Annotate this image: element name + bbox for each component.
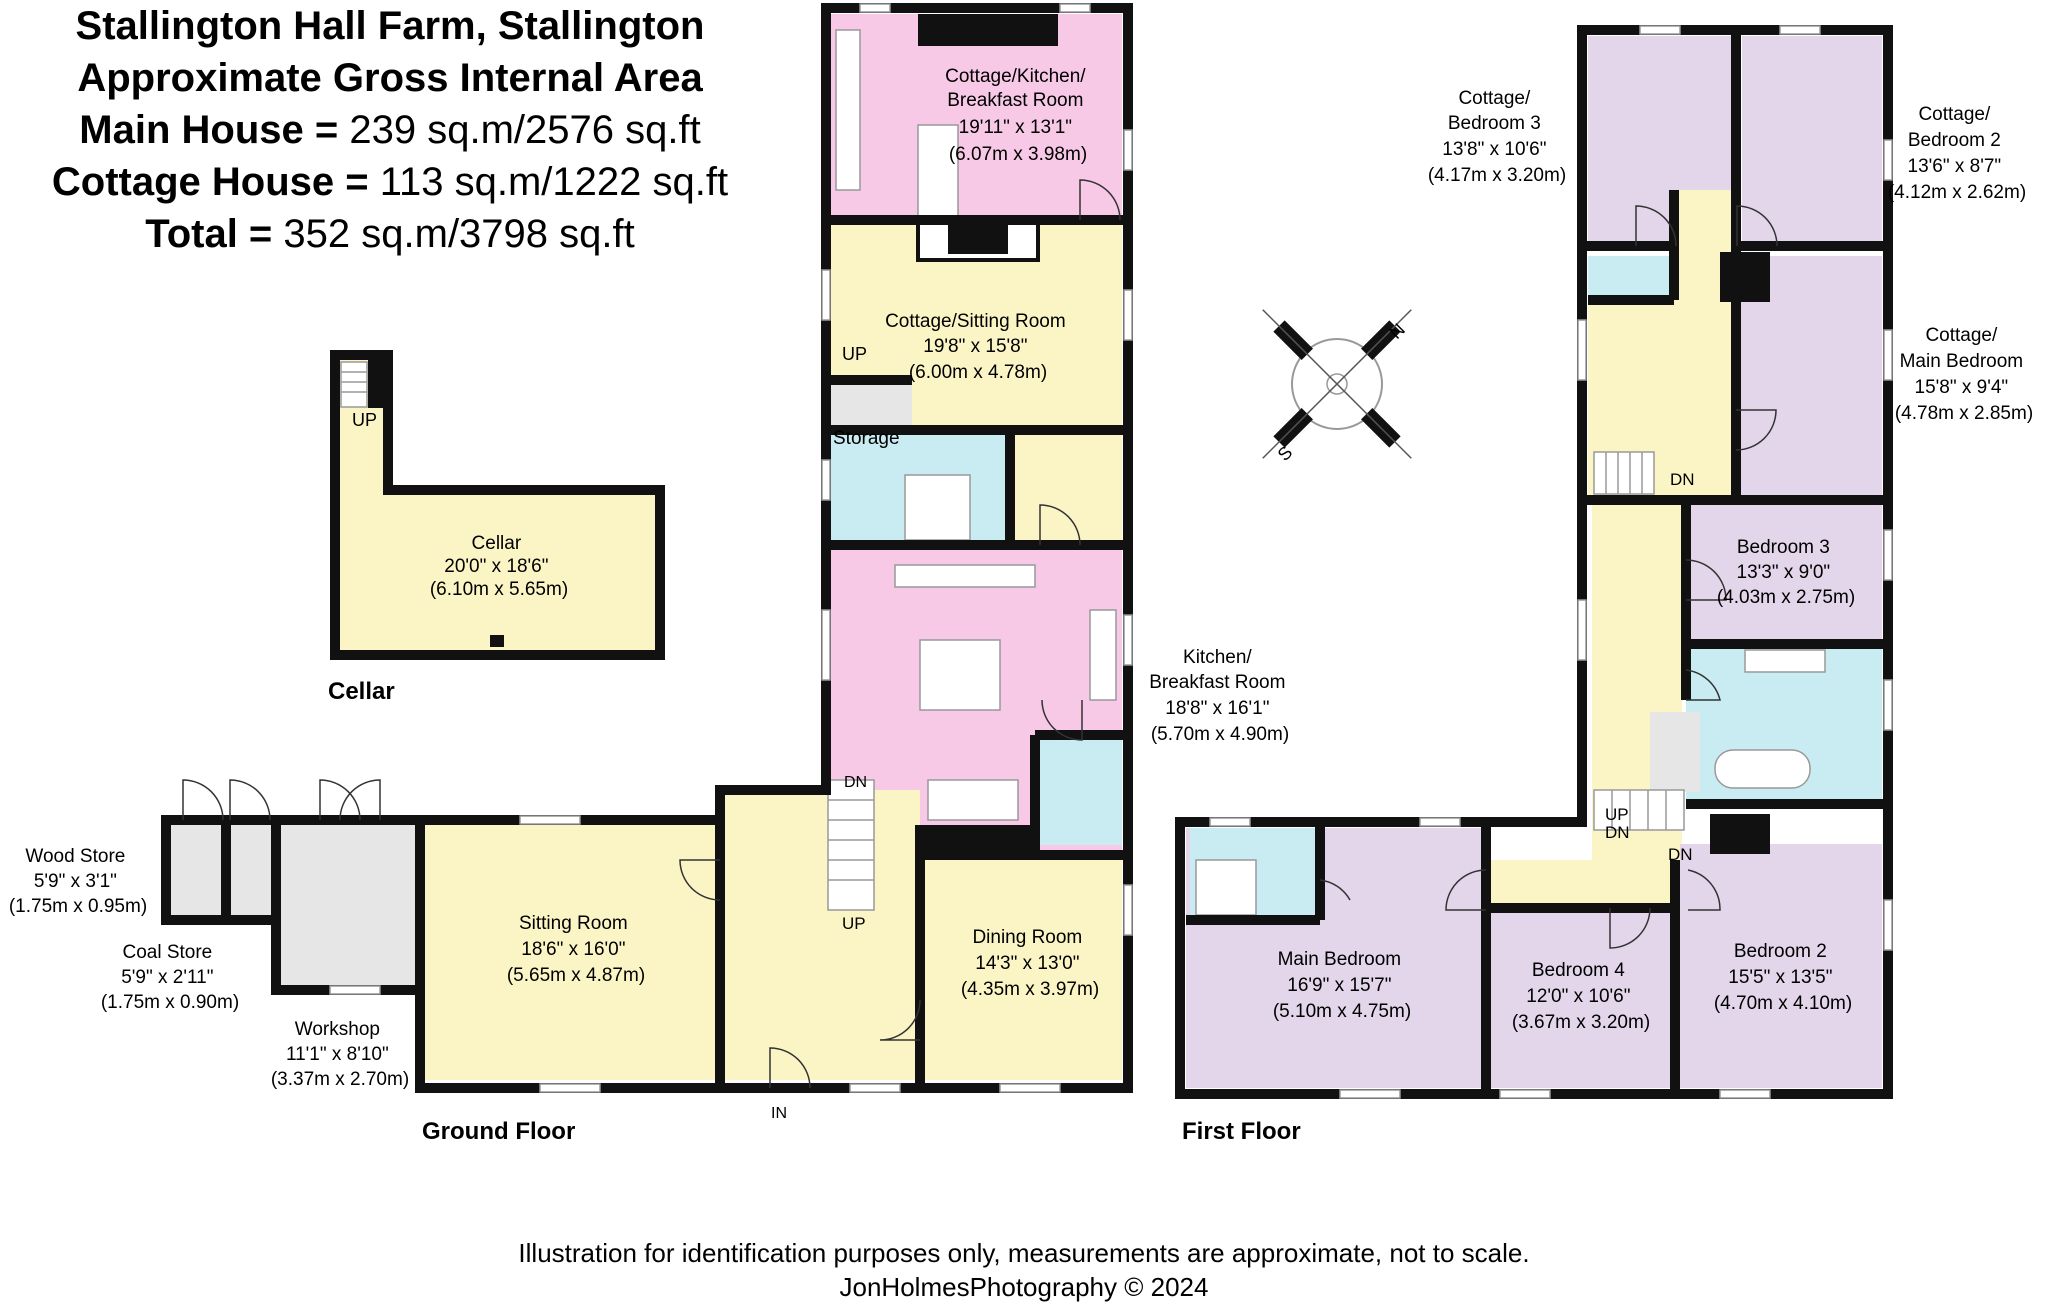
cellar-chimney bbox=[490, 635, 504, 647]
floor-label-cellar: Cellar bbox=[328, 678, 395, 705]
ground-walls bbox=[161, 3, 1133, 1093]
disclaimer: Illustration for identification purposes… bbox=[518, 1238, 1530, 1268]
first-floor-plan: DN UP DN DN Cottage/ Bedroom 3 13'8" x 1… bbox=[1175, 25, 2033, 1099]
kitchen-sink-unit bbox=[1089, 609, 1117, 701]
label-dining-room: Dining Room 14'3" x 13'0" (4.35m x 3.97m… bbox=[961, 927, 1099, 1000]
bathroom-bath bbox=[1714, 749, 1811, 789]
ensuite-shower bbox=[1195, 859, 1257, 916]
label-storage: Storage bbox=[833, 428, 900, 449]
first-floor-walls bbox=[1175, 25, 1893, 1099]
kitchen-worktop bbox=[894, 564, 1036, 588]
first-floor-windows bbox=[1209, 25, 1893, 1099]
cottage-kitchen-worktop bbox=[835, 29, 861, 191]
room-landing-lower bbox=[1486, 860, 1692, 905]
room-storage bbox=[830, 380, 912, 430]
entrance-in-mark: IN bbox=[771, 1105, 787, 1122]
area-subtitle: Approximate Gross Internal Area bbox=[77, 56, 703, 100]
room-cottage-hall bbox=[1010, 430, 1122, 545]
label-cottage-bed3: Cottage/ Bedroom 3 13'8" x 10'6" (4.17m … bbox=[1428, 88, 1566, 186]
label-bed4: Bedroom 4 12'0" x 10'6" (3.67m x 3.20m) bbox=[1512, 960, 1650, 1033]
room-sitting bbox=[420, 820, 720, 1080]
photographer-credit: JonHolmesPhotography © 2024 bbox=[839, 1272, 1209, 1302]
compass-rose: N S bbox=[1262, 309, 1412, 465]
first-floor-stairs bbox=[1593, 451, 1685, 831]
bathroom-basins bbox=[1744, 649, 1826, 673]
cottage-house-area: Cottage House = 113 sq.m/1222 sq.ft bbox=[51, 160, 729, 204]
cellar-wall-block bbox=[368, 358, 386, 408]
label-bed3: Bedroom 3 13'3" x 9'0" (4.03m x 2.75m) bbox=[1717, 537, 1855, 608]
label-cottage-main-bed: Cottage/ Main Bedroom 15'8" x 9'4" (4.78… bbox=[1895, 325, 2033, 424]
first-up-mark: UP bbox=[1605, 805, 1629, 824]
ground-windows bbox=[329, 3, 1133, 1093]
label-workshop: Workshop 11'1" x 8'10" (3.37m x 2.70m) bbox=[271, 1019, 409, 1090]
room-hall bbox=[720, 790, 920, 1080]
bed2-chimney bbox=[1710, 814, 1770, 854]
room-coal-store bbox=[226, 820, 276, 920]
kitchen-range bbox=[927, 779, 1019, 821]
cottage-first-chimney bbox=[1720, 252, 1770, 302]
room-dining bbox=[920, 855, 1122, 1080]
label-coal-store: Coal Store 5'9" x 2'11" (1.75m x 0.90m) bbox=[101, 942, 239, 1013]
cottage-kitchen-chimney bbox=[918, 14, 1058, 46]
cottage-kitchen-unit bbox=[917, 124, 959, 221]
total-area: Total = 352 sq.m/3798 sq.ft bbox=[145, 212, 635, 256]
label-bed2: Bedroom 2 15'5" x 13'5" (4.70m x 4.10m) bbox=[1714, 941, 1852, 1014]
ground-up-mark: UP bbox=[842, 914, 866, 933]
shower-tray bbox=[904, 474, 971, 541]
compass-south: S bbox=[1274, 442, 1297, 465]
room-cottage-kitchen bbox=[826, 14, 1122, 220]
first-dn-mark: DN bbox=[1605, 823, 1630, 842]
room-kitchen-wc bbox=[1040, 735, 1122, 845]
property-title: Stallington Hall Farm, Stallington bbox=[75, 4, 705, 48]
cottage-up-mark: UP bbox=[842, 344, 867, 364]
cellar-up-mark: UP bbox=[352, 410, 377, 430]
room-bed4 bbox=[1486, 912, 1670, 1088]
room-cottage-bed2 bbox=[1742, 36, 1882, 246]
cottage-dn-mark: DN bbox=[1670, 470, 1695, 489]
ground-doors bbox=[182, 179, 1121, 1089]
ground-dn-mark: DN bbox=[844, 774, 867, 791]
floor-label-first: First Floor bbox=[1182, 1118, 1301, 1145]
label-main-bed: Main Bedroom 16'9" x 15'7" (5.10m x 4.75… bbox=[1273, 949, 1411, 1022]
floor-label-ground: Ground Floor bbox=[422, 1118, 576, 1145]
label-cottage-bed2: Cottage/ Bedroom 2 13'6" x 8'7" (4.12m x… bbox=[1888, 104, 2026, 203]
room-airing-cupboard bbox=[1650, 712, 1700, 792]
first-floor-doors bbox=[1319, 205, 1778, 949]
room-bed3 bbox=[1686, 500, 1882, 640]
cottage-fireplace-opening bbox=[948, 222, 1008, 254]
room-wood-store bbox=[166, 820, 226, 920]
cellar-room bbox=[330, 350, 665, 660]
room-cottage-wc bbox=[1588, 256, 1674, 300]
main-house-area: Main House = 239 sq.m/2576 sq.ft bbox=[79, 108, 701, 152]
label-sitting-room: Sitting Room 18'6" x 16'0" (5.65m x 4.87… bbox=[507, 913, 645, 986]
label-cellar: Cellar 20'0" x 18'6" (6.10m x 5.65m) bbox=[430, 533, 568, 600]
ground-stair bbox=[827, 779, 875, 911]
cellar-stair bbox=[340, 361, 368, 408]
label-wood-store: Wood Store 5'9" x 3'1" (1.75m x 0.95m) bbox=[9, 846, 147, 917]
area-summary: Stallington Hall Farm, Stallington Appro… bbox=[10, 0, 770, 260]
room-workshop bbox=[280, 820, 420, 990]
label-cottage-kitchen: Cottage/Kitchen/ Breakfast Room 19'11" x… bbox=[945, 66, 1091, 165]
label-cottage-sitting: Cottage/Sitting Room 19'8" x 15'8" (6.00… bbox=[885, 311, 1071, 383]
ground-floor-plan: UP DN UP IN Cottage/Kitchen/ Breakfast R… bbox=[9, 3, 1291, 1122]
cellar-plan: UP Cellar 20'0" x 18'6" (6.10m x 5.65m) bbox=[330, 350, 665, 660]
label-kitchen: Kitchen/ Breakfast Room 18'8" x 16'1" (5… bbox=[1149, 647, 1291, 745]
room-bed2 bbox=[1680, 844, 1882, 1088]
first-dn-mark-2: DN bbox=[1668, 845, 1693, 864]
kitchen-island bbox=[919, 639, 1001, 711]
